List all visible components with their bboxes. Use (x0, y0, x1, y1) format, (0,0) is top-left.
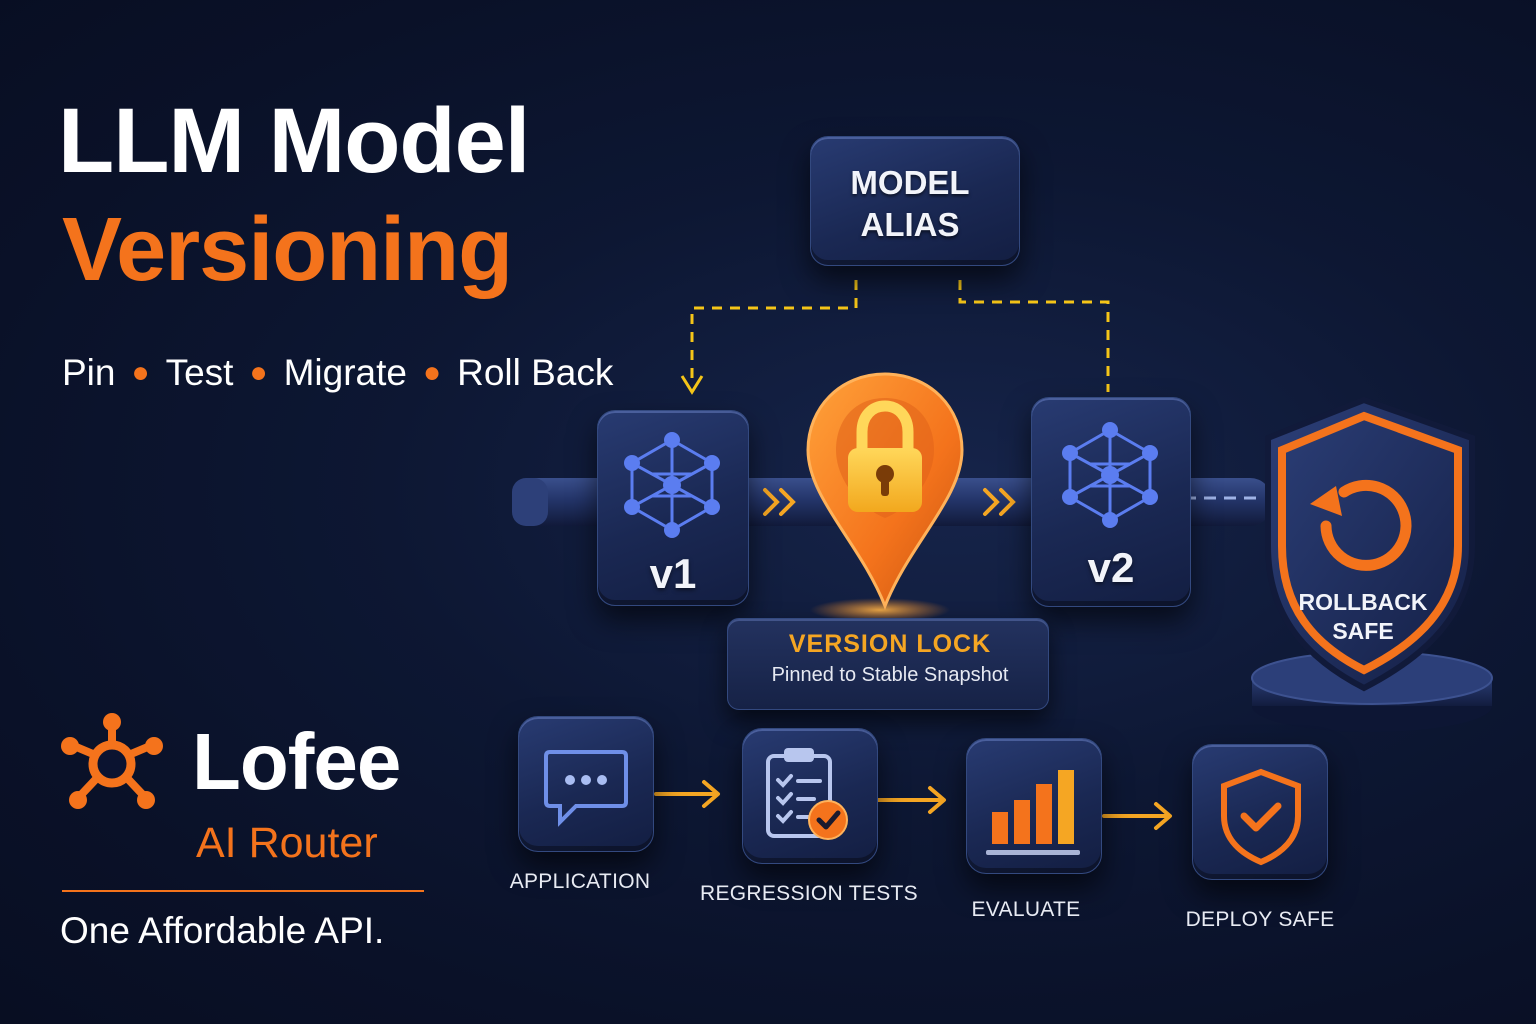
rollback-shield-icon (1251, 396, 1493, 732)
flow-step-evaluate-label: EVALUATE (971, 898, 1081, 921)
brand-product: AI Router (196, 819, 378, 867)
flow-step-regression-tests-label: REGRESSION TESTS (700, 882, 918, 905)
tagline-item-migrate: Migrate (283, 352, 407, 393)
network-node-icon (1062, 422, 1158, 528)
bar-chart-icon (986, 770, 1080, 855)
arrow-down-icon (680, 375, 704, 395)
brand-name: Lofee (192, 717, 401, 806)
model-alias-line-2: ALIAS (860, 206, 960, 243)
version-lock-plate (727, 618, 1049, 710)
flow-arrow-icon (1102, 802, 1172, 830)
bullet-dot-icon: ● (131, 356, 150, 389)
chat-bubble-icon (544, 750, 628, 827)
rollback-safe-label: ROLLBACK SAFE (1284, 588, 1442, 646)
bullet-dot-icon: ● (249, 356, 268, 389)
title-line-1: LLM Model (58, 90, 530, 192)
flow-step-application-label: APPLICATION (509, 870, 651, 893)
checklist-clipboard-icon (766, 748, 848, 840)
flow-arrow-icon (654, 780, 720, 808)
chevron-right-icon (983, 488, 1016, 516)
brand-divider (62, 890, 424, 892)
tagline: Pin ● Test ● Migrate ● Roll Back (62, 352, 613, 394)
version-v1-label: v1 (649, 550, 697, 597)
pin-glow (810, 598, 950, 622)
title-line-2: Versioning (62, 200, 513, 300)
tagline-item-pin: Pin (62, 352, 116, 393)
rollback-line-2: SAFE (1332, 618, 1394, 644)
version-v2-label: v2 (1087, 544, 1135, 591)
flow-arrow-icon (876, 786, 946, 814)
tagline-item-roll-back: Roll Back (457, 352, 614, 393)
lock-pin-icon (806, 372, 964, 611)
model-alias-line-1: MODEL (850, 164, 970, 201)
model-alias-box (810, 136, 1020, 266)
tagline-item-test: Test (165, 352, 234, 393)
version-lock-title: VERSION LOCK (788, 630, 992, 658)
lofee-logo-icon (61, 713, 163, 809)
alias-connectors (690, 280, 1110, 392)
network-node-icon (624, 432, 720, 538)
chevron-right-icon (763, 488, 796, 516)
rollback-line-1: ROLLBACK (1298, 589, 1428, 615)
brand-tagline: One Affordable API. (60, 910, 385, 951)
bullet-dot-icon: ● (422, 356, 442, 389)
version-lock-subtitle: Pinned to Stable Snapshot (771, 664, 1009, 686)
flow-step-deploy-safe (1192, 744, 1328, 880)
model-alias-label: MODEL ALIAS (810, 162, 1010, 246)
shield-check-icon (1221, 768, 1301, 866)
flow-step-deploy-safe-label: DEPLOY SAFE (1185, 908, 1335, 931)
